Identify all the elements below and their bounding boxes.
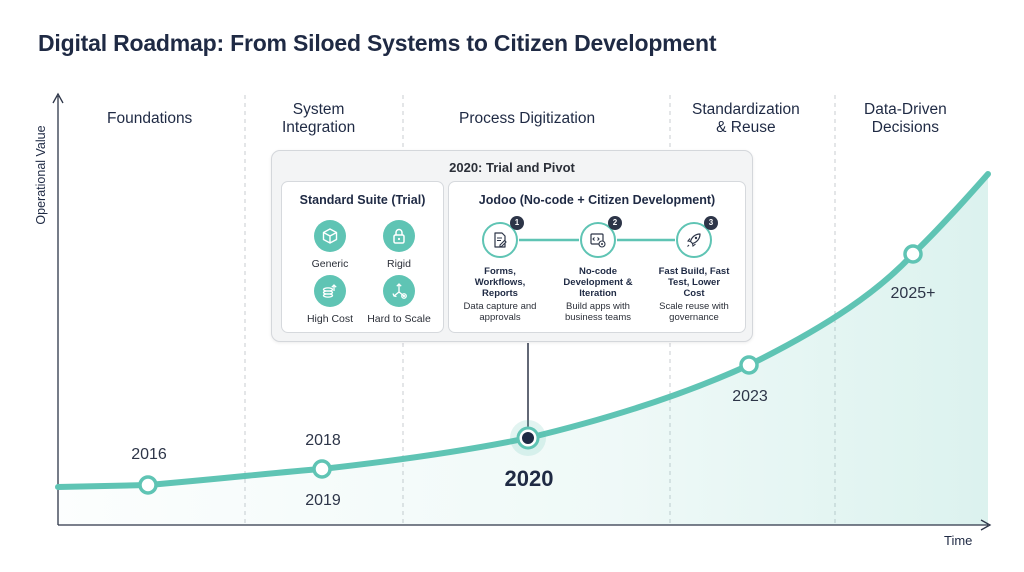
suite-item-rigid: Rigid <box>367 220 431 270</box>
suite-item-label: Rigid <box>387 258 411 270</box>
milestone-marker-2018-2019 <box>312 459 332 479</box>
standard-suite-panel: Standard Suite (Trial) Generic Rigid Hig… <box>281 181 444 333</box>
trial-pivot-callout: 2020: Trial and Pivot Standard Suite (Tr… <box>271 150 753 342</box>
step-number-badge: 2 <box>608 216 622 230</box>
standard-suite-title: Standard Suite (Trial) <box>299 193 426 207</box>
phase-system-integration: System Integration <box>282 101 356 136</box>
scale-arrows-icon <box>383 275 415 307</box>
rocket-icon: 3 <box>676 216 718 258</box>
milestone-label-2023: 2023 <box>732 388 768 405</box>
x-axis-label: Time <box>944 533 973 548</box>
milestone-marker-2020-core <box>522 432 534 444</box>
growth-area <box>58 174 988 525</box>
step-number-badge: 1 <box>510 216 524 230</box>
jodoo-step-2: 2 No-code Development & Iteration Build … <box>550 216 646 323</box>
lock-icon <box>383 220 415 252</box>
y-axis-arrow <box>52 92 64 104</box>
jodoo-step-3: 3 Fast Build, Fast Test, Lower Cost Scal… <box>646 216 742 323</box>
suite-item-hard-to-scale: Hard to Scale <box>367 275 431 325</box>
suite-item-high-cost: High Cost <box>298 275 362 325</box>
milestone-marker-2025 <box>903 244 923 264</box>
jodoo-title: Jodoo (No-code + Citizen Development) <box>478 193 716 207</box>
page-title: Digital Roadmap: From Siloed Systems to … <box>38 30 717 56</box>
jodoo-panel: Jodoo (No-code + Citizen Development) 1 … <box>448 181 746 333</box>
form-edit-icon: 1 <box>482 216 524 258</box>
milestone-label-2018: 2018 <box>305 432 341 449</box>
suite-item-label: High Cost <box>306 313 354 325</box>
step-heading: Forms, Workflows, Reports <box>474 266 526 299</box>
step-description: Scale reuse with governance <box>659 301 729 323</box>
box-icon <box>314 220 346 252</box>
milestone-marker-2016 <box>138 475 158 495</box>
y-axis-label: Operational Value <box>34 125 48 225</box>
milestone-label-2019: 2019 <box>305 492 341 509</box>
step-heading: No-code Development & Iteration <box>563 266 633 299</box>
milestone-label-2016: 2016 <box>131 446 167 463</box>
suite-item-generic: Generic <box>298 220 362 270</box>
coin-stack-icon <box>314 275 346 307</box>
milestone-label-2020: 2020 <box>504 466 554 491</box>
step-number-badge: 3 <box>704 216 718 230</box>
phase-foundations: Foundations <box>107 110 193 127</box>
phase-process-digitization: Process Digitization <box>459 110 596 127</box>
jodoo-step-connector <box>519 238 675 242</box>
phase-standardization-reuse: Standardization & Reuse <box>692 101 800 136</box>
suite-item-label: Hard to Scale <box>367 313 431 325</box>
step-description: Data capture and approvals <box>463 301 537 323</box>
jodoo-step-1: 1 Forms, Workflows, Reports Data capture… <box>452 216 548 323</box>
milestone-marker-2023 <box>739 355 759 375</box>
phase-data-driven-decisions: Data-Driven Decisions <box>864 101 947 136</box>
suite-item-label: Generic <box>311 258 349 270</box>
x-axis-arrow <box>980 519 992 531</box>
milestone-label-2025: 2025+ <box>890 285 936 302</box>
step-heading: Fast Build, Fast Test, Lower Cost <box>658 266 730 299</box>
callout-title: 2020: Trial and Pivot <box>449 160 575 175</box>
step-description: Build apps with business teams <box>564 301 631 323</box>
code-gear-icon: 2 <box>580 216 622 258</box>
